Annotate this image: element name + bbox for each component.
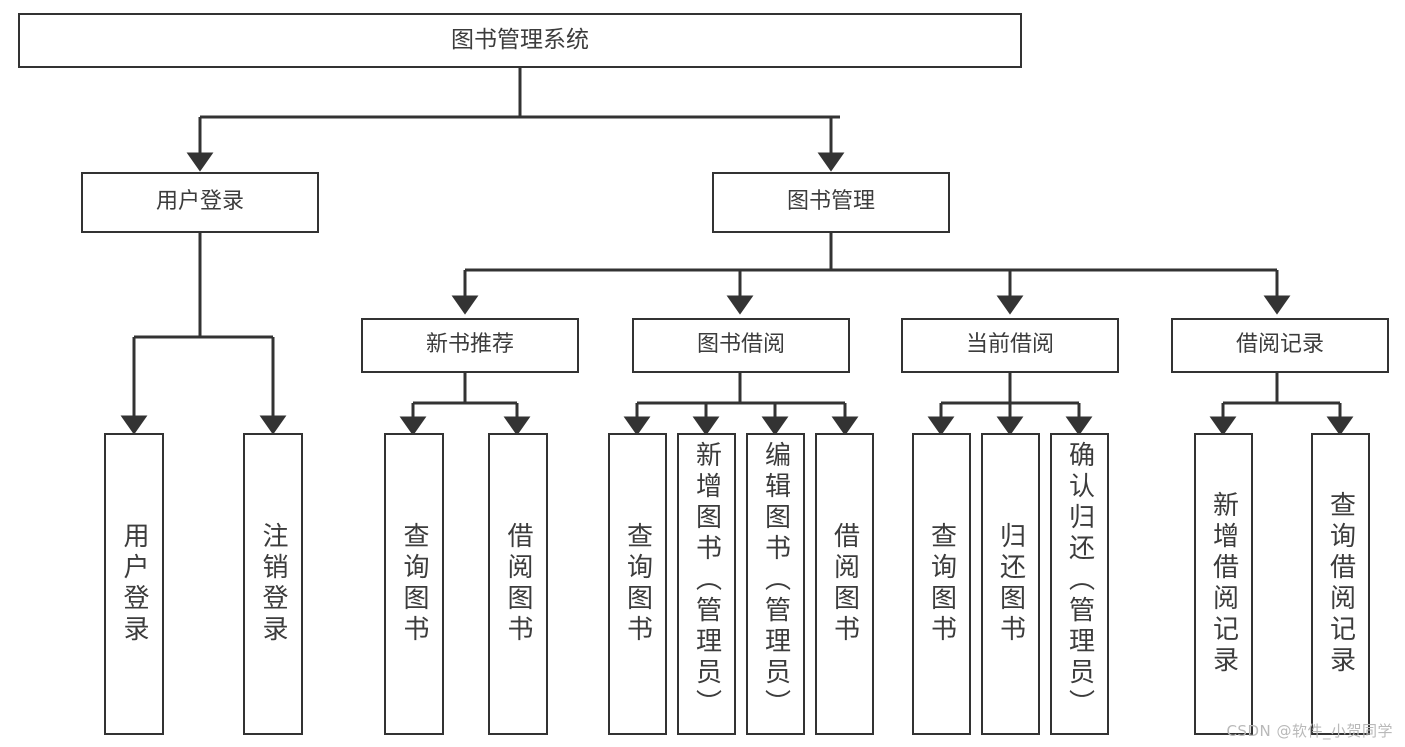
node-label: 当前借阅 — [965, 332, 1054, 358]
node-borrow-record[interactable]: 借阅记录 — [1171, 318, 1389, 373]
node-label: 借阅记录 — [1235, 332, 1324, 358]
leaf-user-login[interactable]: 用户登录 — [104, 433, 164, 735]
leaf-query-book-current[interactable]: 查询图书 — [912, 433, 971, 735]
node-label: 归还图书 — [995, 522, 1026, 646]
node-label: 用户登录 — [119, 522, 149, 646]
node-user-login[interactable]: 用户登录 — [81, 172, 319, 233]
node-label: 新增图书（管理员） — [691, 441, 722, 720]
node-new-book-recommend[interactable]: 新书推荐 — [361, 318, 579, 373]
node-current-borrow[interactable]: 当前借阅 — [901, 318, 1119, 373]
node-label: 用户登录 — [155, 189, 244, 215]
node-label: 图书借阅 — [696, 332, 785, 358]
leaf-borrow-book-recommend[interactable]: 借阅图书 — [488, 433, 548, 735]
leaf-edit-book[interactable]: 编辑图书（管理员） — [746, 433, 805, 735]
leaf-query-borrow-record[interactable]: 查询借阅记录 — [1311, 433, 1370, 735]
leaf-add-book[interactable]: 新增图书（管理员） — [677, 433, 736, 735]
node-label: 确认归还（管理员） — [1064, 441, 1095, 720]
node-root-system[interactable]: 图书管理系统 — [18, 13, 1022, 68]
node-label: 查询图书 — [622, 522, 653, 646]
node-label: 新增借阅记录 — [1208, 491, 1239, 677]
leaf-return-book[interactable]: 归还图书 — [981, 433, 1040, 735]
leaf-user-logout[interactable]: 注销登录 — [243, 433, 303, 735]
node-label: 新书推荐 — [425, 332, 514, 358]
node-label: 查询图书 — [926, 522, 957, 646]
node-label: 借阅图书 — [829, 522, 860, 646]
node-book-manage[interactable]: 图书管理 — [712, 172, 950, 233]
leaf-query-book-borrow[interactable]: 查询图书 — [608, 433, 667, 735]
leaf-query-book-recommend[interactable]: 查询图书 — [384, 433, 444, 735]
leaf-borrow-book-borrow[interactable]: 借阅图书 — [815, 433, 874, 735]
node-book-borrow[interactable]: 图书借阅 — [632, 318, 850, 373]
node-label: 图书管理 — [786, 189, 875, 215]
node-label: 查询图书 — [399, 522, 429, 646]
csdn-watermark: CSDN @软件_小贺同学 — [1226, 722, 1393, 740]
node-label: 注销登录 — [258, 522, 288, 646]
node-label: 编辑图书（管理员） — [760, 441, 791, 720]
leaf-add-borrow-record[interactable]: 新增借阅记录 — [1194, 433, 1253, 735]
node-label: 查询借阅记录 — [1325, 491, 1356, 677]
node-label: 图书管理系统 — [451, 26, 589, 53]
leaf-confirm-return[interactable]: 确认归还（管理员） — [1050, 433, 1109, 735]
node-label: 借阅图书 — [503, 522, 533, 646]
